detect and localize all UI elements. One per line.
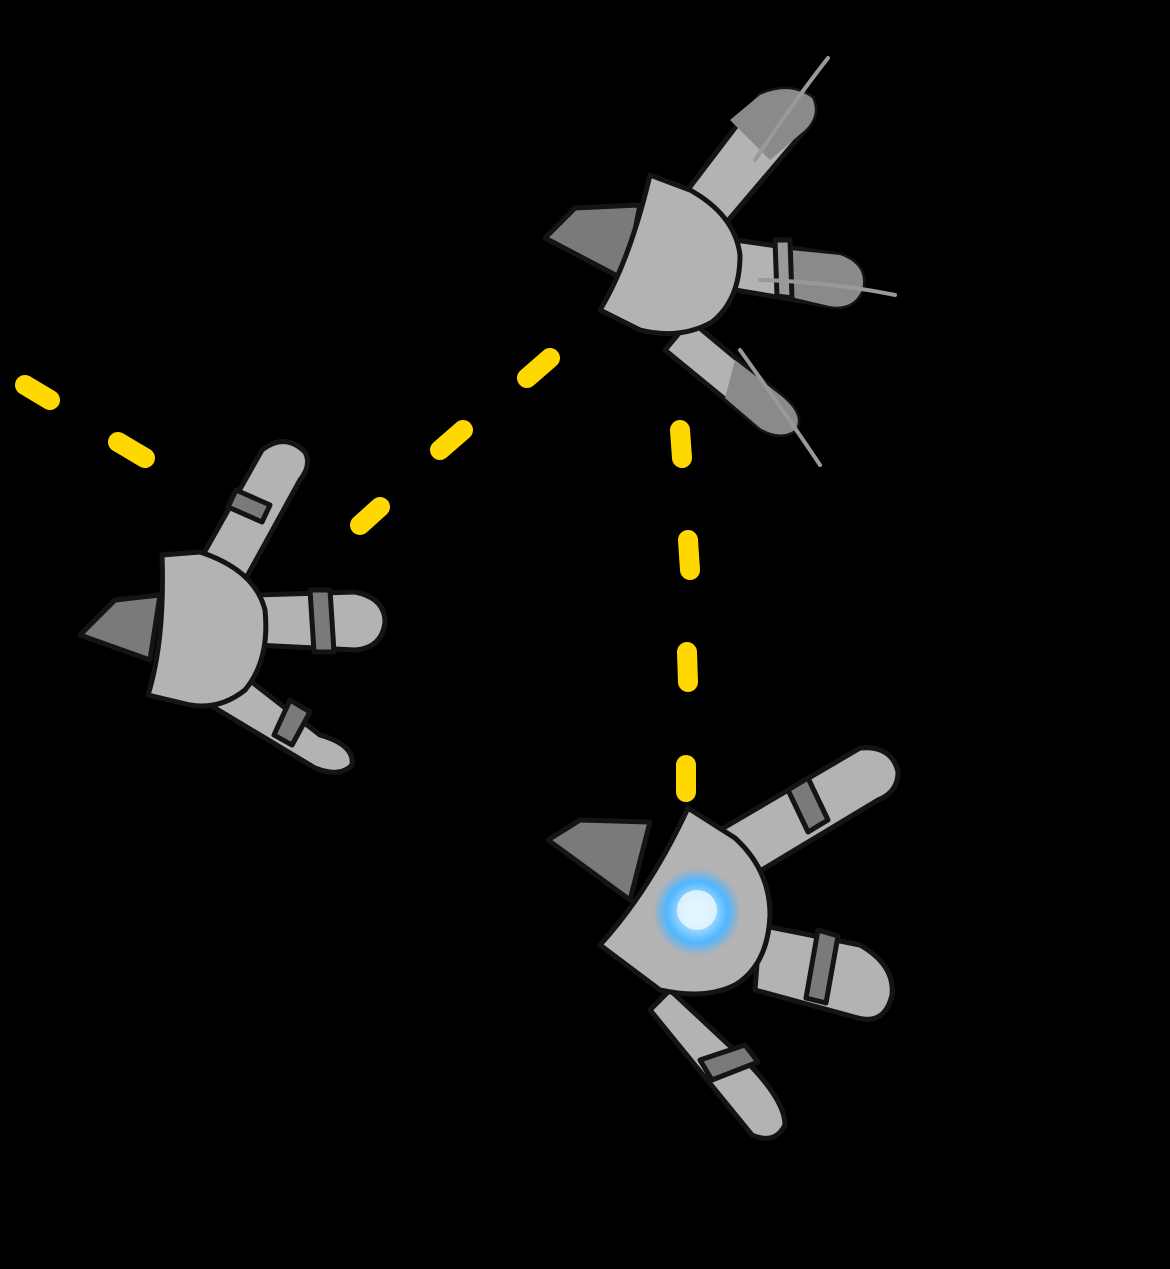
finger-tip-shade (790, 250, 864, 307)
finger-joint (307, 587, 337, 655)
robot-hand-top-right (542, 56, 897, 467)
robot-hand-left (77, 439, 388, 775)
wrist-shadow (545, 817, 653, 903)
finger-joint (271, 697, 313, 748)
motion-lines (738, 56, 897, 467)
path-dash (108, 432, 155, 468)
path-dash (517, 348, 560, 388)
motion-line (738, 348, 822, 467)
finger-joint (697, 1042, 761, 1083)
path-dash (350, 497, 390, 535)
wrist-shadow (77, 592, 163, 663)
dashed-path (15, 348, 700, 802)
palm (597, 172, 743, 337)
finger-joint (785, 775, 831, 835)
motion-line (758, 278, 897, 297)
path-dash (430, 420, 473, 460)
finger-joint (225, 487, 273, 525)
path-dash (15, 375, 60, 410)
finger-tip-shade (725, 360, 798, 435)
glowing-orb-core (677, 890, 717, 930)
path-dash (678, 530, 700, 580)
finger-joint (803, 927, 841, 1006)
path-dash (670, 420, 692, 468)
motion-line (753, 56, 830, 162)
robot-hand-bottom-right (545, 745, 901, 1141)
path-dash (677, 642, 698, 692)
finger-joint (772, 237, 795, 301)
palm (145, 549, 269, 709)
